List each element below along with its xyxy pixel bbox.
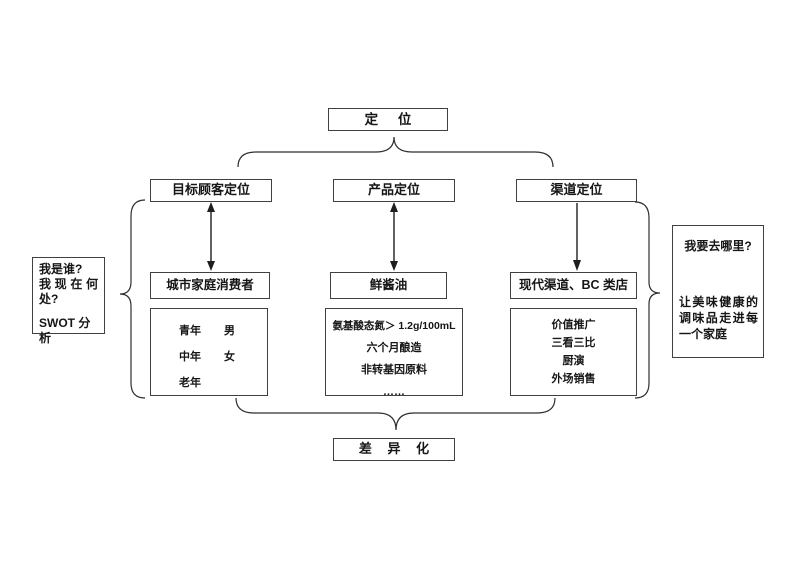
detail-line: 六个月酿造: [366, 342, 422, 354]
down-arrow-channel: [573, 203, 581, 271]
note-swot-analysis: SWOT 分析: [39, 316, 91, 345]
detail-line: 氨基酸态氮＞ 1.2g/100mL: [332, 320, 456, 332]
detail-line: 厨演: [562, 355, 585, 367]
detail-line: ……: [383, 386, 405, 398]
detail-line: 外场销售: [551, 373, 596, 385]
header-channel-positioning: 渠道定位: [516, 179, 637, 202]
note-question: 我要去哪里?: [684, 239, 752, 253]
detail-age: 中年: [179, 350, 201, 363]
left-brace: [119, 199, 146, 399]
box-urban-family-consumers: 城市家庭消费者: [150, 272, 270, 299]
header-product-positioning: 产品定位: [333, 179, 455, 202]
detail-line: 三看三比: [551, 337, 596, 349]
note-question: 我现在何处?: [39, 277, 98, 306]
details-channel: 价值推广 三看三比 厨演 外场销售: [510, 308, 637, 396]
details-product: 氨基酸态氮＞ 1.2g/100mL 六个月酿造 非转基因原料 ……: [325, 308, 463, 398]
detail-row: 青年 男: [151, 318, 267, 344]
detail-age: 青年: [179, 324, 201, 337]
box-differentiation: 差 异 化: [333, 438, 455, 461]
detail-row: 中年 女: [151, 344, 267, 370]
detail-row: 老年: [151, 370, 267, 396]
box-fresh-soy-sauce: 鲜酱油: [330, 272, 447, 299]
note-question: 我是谁?: [39, 262, 83, 276]
detail-age: 老年: [179, 376, 201, 389]
top-brace: [237, 136, 554, 168]
box-positioning-title: 定 位: [328, 108, 448, 131]
detail-gender: 男: [224, 324, 235, 337]
note-where-to-go-vision: 我要去哪里? 让美味健康的调味品走进每一个家庭: [672, 225, 764, 358]
details-target-customer: 青年 男 中年 女 老年: [150, 308, 268, 396]
detail-line: 非转基因原料: [361, 364, 427, 376]
double-arrow-product: [390, 202, 398, 271]
note-vision: 让美味健康的调味品走进每一个家庭: [679, 295, 758, 341]
right-brace: [634, 201, 661, 399]
detail-gender: 女: [224, 350, 235, 363]
box-modern-channels-bc-stores: 现代渠道、BC 类店: [510, 272, 637, 299]
double-arrow-target-customer: [207, 202, 215, 271]
detail-line: 价值推广: [551, 319, 596, 331]
header-target-customer-positioning: 目标顾客定位: [150, 179, 272, 202]
note-who-am-i-swot: 我是谁? 我现在何处? SWOT 分析: [32, 257, 105, 345]
